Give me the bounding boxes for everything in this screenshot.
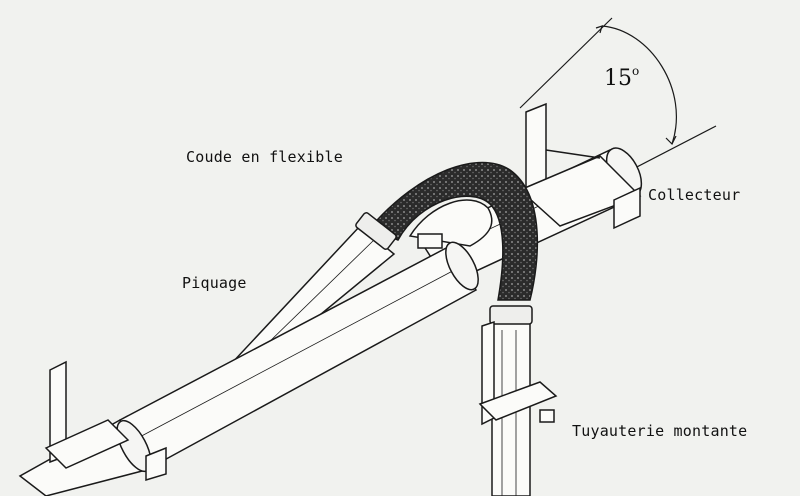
arc-arrow-bottom	[665, 135, 677, 146]
label-collecteur: Collecteur	[648, 186, 741, 204]
label-piquage: Piquage	[182, 274, 247, 292]
angle-arc	[601, 25, 677, 145]
pipe-clamp-icon	[489, 305, 533, 325]
flexible-hose-icon	[368, 161, 539, 301]
tee-junction-icon	[417, 233, 443, 249]
angle-value: 15	[604, 66, 632, 91]
branch-pipe	[214, 212, 397, 385]
angle-unit: o	[632, 64, 640, 78]
label-angle: 15o	[604, 64, 639, 91]
arc-arrow-top	[595, 25, 603, 34]
inclined-axis-line	[519, 17, 613, 109]
rising-pipe-bracket	[478, 320, 558, 426]
right-support-bracket	[518, 102, 642, 230]
left-support-bracket	[44, 360, 167, 482]
label-coude-en-flexible: Coude en flexible	[186, 148, 343, 166]
branch-clamp-icon	[355, 212, 397, 250]
pipe-joint-icon	[445, 241, 479, 291]
label-tuyauterie-montante: Tuyauterie montante	[572, 422, 748, 440]
